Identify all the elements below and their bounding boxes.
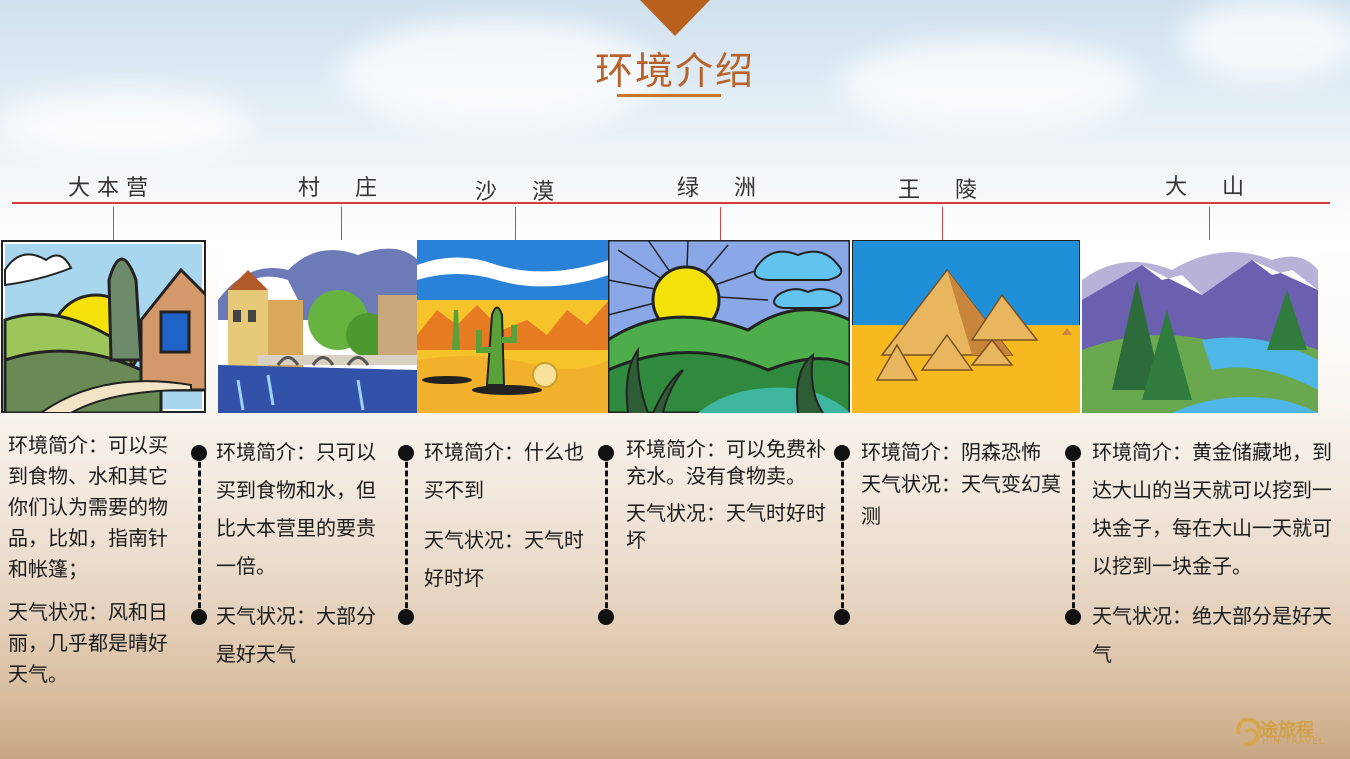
brand-logo-icon (1236, 717, 1261, 747)
timeline-tick (515, 207, 516, 240)
timeline-tick (942, 207, 943, 240)
village-illustration (218, 240, 418, 413)
connector-dot (1065, 445, 1081, 461)
desert-intro: 环境简介：什么也买不到 (424, 440, 584, 502)
base-camp-illustration (1, 240, 206, 413)
connector-dot (191, 609, 207, 625)
desert-description: 环境简介：什么也买不到 天气状况：天气时好时坏 (424, 433, 600, 609)
station-label-base-camp: 大 本 营 (68, 176, 148, 201)
tomb-weather: 天气状况：天气变幻莫测 (861, 472, 1061, 528)
desert-illustration (417, 240, 609, 413)
connector-dot (834, 609, 850, 625)
connector-dot (398, 445, 414, 461)
desert-weather: 天气状况：天气时好时坏 (424, 528, 584, 590)
cloud (1180, 0, 1350, 80)
connector-dot (191, 445, 207, 461)
timeline-tick (1209, 207, 1210, 240)
station-label-village: 村 庄 (298, 176, 377, 201)
oasis-description: 环境简介：可以免费补充水。没有食物卖。 天气状况：天气时好时坏 (626, 436, 832, 566)
cloud (840, 40, 1140, 130)
base-camp-intro: 环境简介：可以买到食物、水和其它你们认为需要的物品，比如，指南针和帐篷； (8, 433, 168, 581)
connector-dot (1065, 609, 1081, 625)
brand-logo-text: 途旅程 (1260, 720, 1314, 741)
station-label-oasis: 绿 洲 (677, 176, 756, 201)
connector-line (605, 453, 608, 617)
timeline-tick (341, 207, 342, 240)
tomb-illustration (852, 240, 1080, 413)
tomb-description: 环境简介：阴森恐怖 天气状况：天气变幻莫测 (861, 436, 1061, 544)
tomb-intro: 环境简介：阴森恐怖 (861, 440, 1041, 464)
village-intro: 环境简介：只可以买到食物和水，但比大本营里的要贵一倍。 (216, 440, 376, 578)
connector-line (198, 453, 201, 617)
connector-line (841, 453, 844, 617)
connector-dot (598, 445, 614, 461)
top-arrow-decoration (640, 0, 710, 36)
base-camp-weather: 天气状况：风和日丽，几乎都是晴好天气。 (8, 600, 168, 686)
timeline-tick (113, 207, 114, 240)
connector-dot (398, 609, 414, 625)
oasis-weather: 天气状况：天气时好时坏 (626, 501, 826, 552)
connector-dot (598, 609, 614, 625)
mountain-intro: 环境简介：黄金储藏地，到达大山的当天就可以挖到一块金子，每在大山一天就可以挖到一… (1092, 440, 1332, 578)
connector-line (405, 453, 408, 617)
mountain-description: 环境简介：黄金储藏地，到达大山的当天就可以挖到一块金子，每在大山一天就可以挖到一… (1092, 433, 1332, 685)
village-weather: 天气状况：大部分是好天气 (216, 604, 376, 666)
timeline-line (12, 202, 1330, 204)
station-label-desert: 沙 漠 (475, 180, 554, 205)
brand-logo-subtext: HIN TRAVEL (1262, 737, 1325, 747)
station-label-tomb: 王 陵 (898, 178, 977, 203)
title-underline (617, 94, 721, 97)
timeline-tick (720, 207, 721, 240)
connector-dot (834, 445, 850, 461)
oasis-intro: 环境简介：可以免费补充水。没有食物卖。 (626, 437, 826, 488)
page-title: 环境介绍 (594, 49, 755, 93)
base-camp-description: 环境简介：可以买到食物、水和其它你们认为需要的物品，比如，指南针和帐篷； 天气状… (8, 430, 186, 702)
mountain-illustration (1082, 240, 1318, 413)
oasis-illustration (608, 240, 850, 413)
station-label-mountain: 大 山 (1165, 175, 1244, 200)
cloud (340, 20, 660, 130)
village-description: 环境简介：只可以买到食物和水，但比大本营里的要贵一倍。 天气状况：大部分是好天气 (216, 433, 392, 685)
connector-line (1072, 453, 1075, 617)
mountain-weather: 天气状况：绝大部分是好天气 (1092, 604, 1332, 666)
cloud (0, 90, 250, 160)
